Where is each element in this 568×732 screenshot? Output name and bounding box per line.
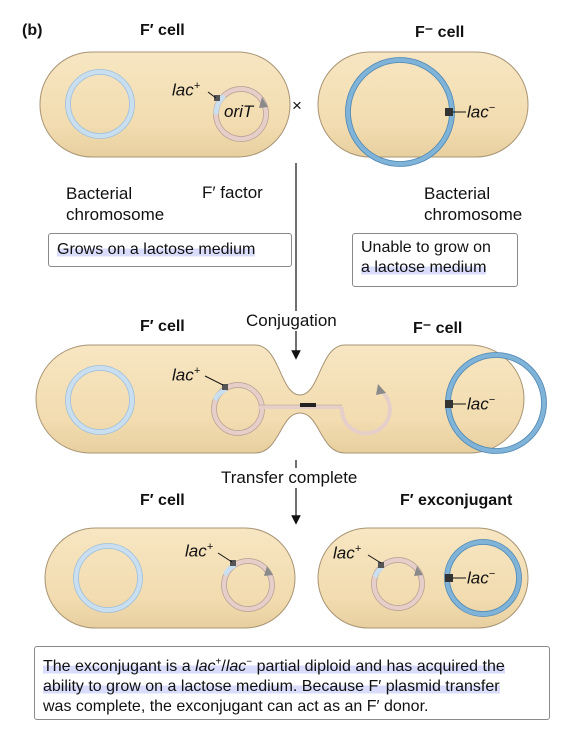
lac-minus-label-row3: lac− bbox=[467, 568, 496, 588]
panel-label: (b) bbox=[22, 22, 43, 39]
conjugating-cells-row2 bbox=[35, 344, 525, 454]
conjugation-label: Conjugation bbox=[246, 311, 337, 331]
orit-arrow-icon bbox=[259, 97, 268, 108]
recipient-phenotype-box: Unable to grow on a lactose medium bbox=[352, 233, 518, 287]
lac-minus-locus-row1 bbox=[445, 108, 453, 116]
row3-donor-title: F′ cell bbox=[140, 492, 185, 509]
lac-minus-locus-row3 bbox=[445, 574, 453, 582]
donor-cell-row3 bbox=[44, 527, 296, 629]
donor-phenotype-box: Grows on a lactose medium bbox=[48, 233, 292, 267]
row3-exconjugant-title: F′ exconjugant bbox=[400, 492, 513, 509]
lac-plus-label-row3-donor: lac+ bbox=[185, 541, 214, 561]
lac-plus-label-row1: lac+ bbox=[172, 80, 201, 100]
bacterial-chromosome-donor-row2 bbox=[65, 365, 135, 435]
cross-symbol: × bbox=[292, 96, 302, 115]
lac-plus-label-row3-exconjugant: lac+ bbox=[333, 543, 362, 563]
bacterial-chromosome-donor-row1 bbox=[65, 69, 135, 139]
f-factor-label: F′ factor bbox=[202, 183, 263, 202]
row1-donor-title: F′ cell bbox=[140, 22, 185, 39]
lac-minus-label-row2: lac− bbox=[467, 394, 496, 414]
donor-phenotype-text: Grows on a lactose medium bbox=[57, 241, 256, 258]
lac-minus-label-row1: lac− bbox=[467, 102, 496, 122]
row2-donor-title: F′ cell bbox=[140, 318, 185, 335]
recipient-phenotype-line1: Unable to grow on bbox=[361, 239, 491, 256]
row1-recipient-title: F⁻ cell bbox=[415, 24, 465, 41]
bacterial-chromosome-donor-row3 bbox=[73, 543, 143, 613]
orit-label: oriT bbox=[224, 102, 254, 121]
recipient-phenotype-line2: a lactose medium bbox=[361, 259, 487, 276]
f-prime-plasmid-donor-row3 bbox=[221, 558, 275, 612]
f-prime-plasmid-exconjugant-row3 bbox=[371, 557, 425, 611]
lac-minus-locus-row2 bbox=[445, 400, 453, 408]
transfer-complete-label: Transfer complete bbox=[221, 468, 358, 488]
conclusion-text: The exconjugant is a lac+/lac− partial d… bbox=[43, 657, 505, 716]
lac-plus-label-row2: lac+ bbox=[172, 365, 201, 385]
donor-chromosome-label: Bacterial chromosome bbox=[66, 184, 165, 224]
row2-recipient-title: F⁻ cell bbox=[413, 320, 463, 337]
donor-cell-row1 bbox=[39, 51, 291, 158]
conclusion-box: The exconjugant is a lac+/lac− partial d… bbox=[34, 646, 550, 720]
recipient-chromosome-label: Bacterial chromosome bbox=[424, 184, 523, 224]
transfer-arrow-icon bbox=[376, 384, 386, 395]
